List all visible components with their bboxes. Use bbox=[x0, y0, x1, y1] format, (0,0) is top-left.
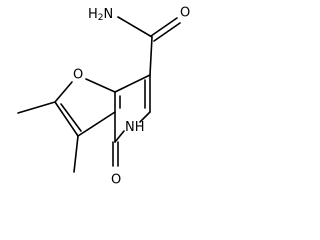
ketone-oxygen-label: O bbox=[111, 173, 121, 188]
bond-c7-to-amide-c bbox=[149, 36, 153, 76]
bond-c2-methyl bbox=[17, 101, 56, 114]
bond-c3-c3a bbox=[77, 111, 116, 137]
bond-c3-methyl bbox=[73, 135, 79, 173]
chemical-structure-diagram: H2N O O NH O bbox=[17, 6, 190, 188]
furan-oxygen-label: O bbox=[73, 68, 83, 83]
bond-c2-c3-double-outer bbox=[54, 101, 79, 137]
bonds bbox=[17, 16, 181, 173]
bond-amide-c-to-n bbox=[117, 16, 153, 38]
bond-o1-c2 bbox=[54, 81, 73, 103]
amide-nh2-label: H2N bbox=[88, 7, 113, 23]
bond-c2-c3-double-inner bbox=[60, 103, 82, 132]
bond-amide-c-o-double-b bbox=[153, 22, 181, 42]
bond-n5-c4 bbox=[114, 130, 125, 143]
bond-amide-c-o-double-a bbox=[150, 17, 178, 37]
amide-oxygen-label: O bbox=[180, 6, 190, 21]
bond-c7-c7a bbox=[114, 74, 151, 93]
atom-labels: H2N O O NH O bbox=[73, 6, 190, 188]
ring-nh-label: NH bbox=[125, 120, 145, 135]
bond-c6-n5 bbox=[139, 111, 151, 123]
bond-c7a-o1 bbox=[85, 78, 116, 93]
